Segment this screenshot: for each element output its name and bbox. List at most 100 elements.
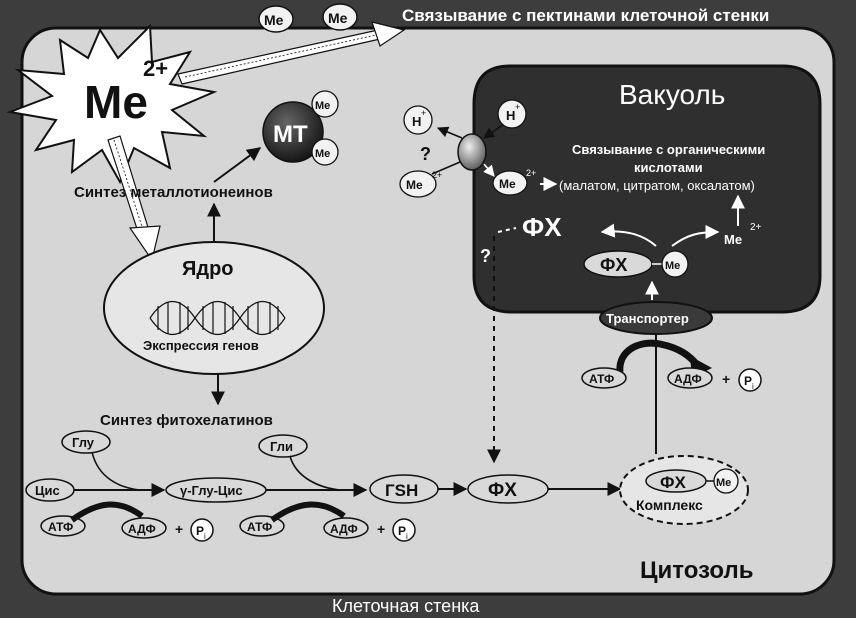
me-release-arrow (671, 225, 720, 247)
transporter-plus: + (722, 371, 730, 387)
svg-text:2+: 2+ (526, 168, 536, 178)
svg-text:АТФ: АТФ (247, 520, 272, 534)
channel-to-me2-arrow (483, 163, 495, 177)
transporter-atp-node: АТФ (581, 367, 627, 389)
pc-release-arrow (600, 223, 657, 247)
svg-text:АДФ: АДФ (674, 372, 702, 386)
svg-text:i: i (752, 382, 754, 391)
svg-text:+: + (421, 108, 426, 118)
plus-2: + (377, 521, 385, 537)
cytosol-label: Цитозоль (640, 557, 753, 584)
transporter-pi-node: P i (738, 368, 762, 392)
svg-text:i: i (204, 532, 206, 541)
plus-1: + (175, 521, 183, 537)
question-channel: ? (420, 144, 431, 164)
svg-text:Гли: Гли (270, 439, 293, 454)
svg-text:АТФ: АТФ (48, 520, 73, 534)
svg-text:Me: Me (716, 477, 731, 489)
svg-text:H: H (506, 108, 515, 123)
pc-me-complex-vacuole: ФХ Me (583, 250, 689, 278)
gsh-node: ГSH (369, 474, 439, 504)
svg-text:ФХ: ФХ (488, 480, 517, 501)
pc-vacuole-large: ФХ (522, 212, 562, 242)
adp-node-2: АДФ (323, 517, 369, 539)
mt-me-badge-1: Me (311, 90, 339, 118)
pc-synthesis-label: Синтез фитохелатинов (100, 412, 273, 429)
vacuole-binding-line3: (малатом, цитратом, оксалатом) (559, 178, 755, 193)
proton-left: H + (403, 105, 433, 135)
channel-to-h-left (436, 126, 463, 139)
gene-expression-label: Экспрессия генов (143, 338, 259, 353)
metal-ion-symbol: Me (84, 76, 148, 128)
svg-text:АТФ: АТФ (589, 372, 614, 386)
adp-node-1: АДФ (121, 517, 167, 539)
pc-vacuole-dashed-stub (497, 227, 517, 233)
vacuole-me2-right: Me (724, 232, 742, 247)
pectin-binding-label: Связывание с пектинами клеточной стенки (402, 6, 769, 25)
svg-text:i: i (406, 532, 408, 541)
svg-text:ФХ: ФХ (600, 255, 627, 275)
svg-text:P: P (196, 524, 204, 538)
svg-text:Me: Me (499, 177, 516, 191)
svg-text:P: P (398, 524, 406, 538)
cell-wall-label: Клеточная стенка (332, 596, 480, 616)
atp-curve-2 (270, 501, 346, 523)
svg-text:2+: 2+ (432, 170, 442, 180)
nucleus-arrow (107, 135, 161, 262)
svg-text:Глу: Глу (72, 435, 95, 450)
nucleus (103, 241, 325, 375)
svg-text:H: H (412, 114, 421, 129)
svg-text:P: P (744, 374, 752, 388)
me-to-channel-line (431, 161, 461, 175)
svg-text:Me: Me (315, 148, 330, 160)
glu-node: Глу (61, 430, 111, 454)
gly-node: Гли (258, 434, 308, 458)
channel-from-h-right (483, 123, 505, 139)
svg-text:Me: Me (406, 178, 423, 192)
glu-curve (91, 451, 141, 491)
metallothionein-label: МТ (273, 121, 308, 148)
gamma-glu-cys-node: γ-Глу-Цис (165, 477, 267, 503)
nucleus-label: Ядро (182, 258, 234, 280)
atp-curve-1 (70, 501, 144, 523)
svg-text:ГSH: ГSH (385, 481, 418, 500)
mt-me-badge-2: Me (311, 138, 339, 166)
transporter-label: Транспортер (606, 311, 689, 326)
svg-text:АДФ: АДФ (330, 522, 358, 536)
gly-curve (289, 455, 341, 491)
dna-helix-icon (149, 301, 286, 335)
me-badge-top-1: Me (258, 5, 294, 33)
mt-synthesis-label: Синтез металлотионеинов (74, 184, 273, 201)
svg-text:ФХ: ФХ (660, 473, 687, 492)
proton-channel (457, 133, 487, 171)
svg-text:Me: Me (315, 100, 330, 112)
metallothionein-ball (262, 101, 324, 163)
svg-text:+: + (515, 102, 520, 112)
complex-me-badge: Me (713, 468, 739, 494)
svg-text:АДФ: АДФ (128, 522, 156, 536)
transporter-atp-curve (616, 339, 701, 373)
metal-ion-starburst (6, 23, 218, 185)
me-badge-top-2: Me (322, 3, 358, 31)
svg-text:Me: Me (264, 12, 284, 28)
svg-text:Me: Me (665, 260, 680, 272)
svg-text:Цис: Цис (35, 483, 60, 498)
vacuole-me2-left: Me 2+ (492, 168, 536, 196)
mt-synthesis-arrow (213, 147, 262, 183)
transporter-adp-node: АДФ (667, 367, 713, 389)
metal-ion-charge: 2+ (143, 56, 168, 81)
question-dashed: ? (480, 246, 491, 266)
pectin-arrow (177, 21, 406, 85)
complex-pc-node: ФХ (645, 469, 707, 493)
svg-text:γ-Глу-Цис: γ-Глу-Цис (180, 483, 243, 498)
vacuole (472, 64, 822, 314)
vacuole-title: Вакуоль (619, 79, 725, 110)
pc-node-cytosol: ФХ (467, 474, 549, 504)
complex-label: Комплекс (636, 497, 703, 513)
cys-node: Цис (25, 478, 75, 502)
pi-node-1: P i (190, 518, 214, 542)
svg-text:Me: Me (328, 10, 348, 26)
proton-right: H + (497, 99, 527, 129)
